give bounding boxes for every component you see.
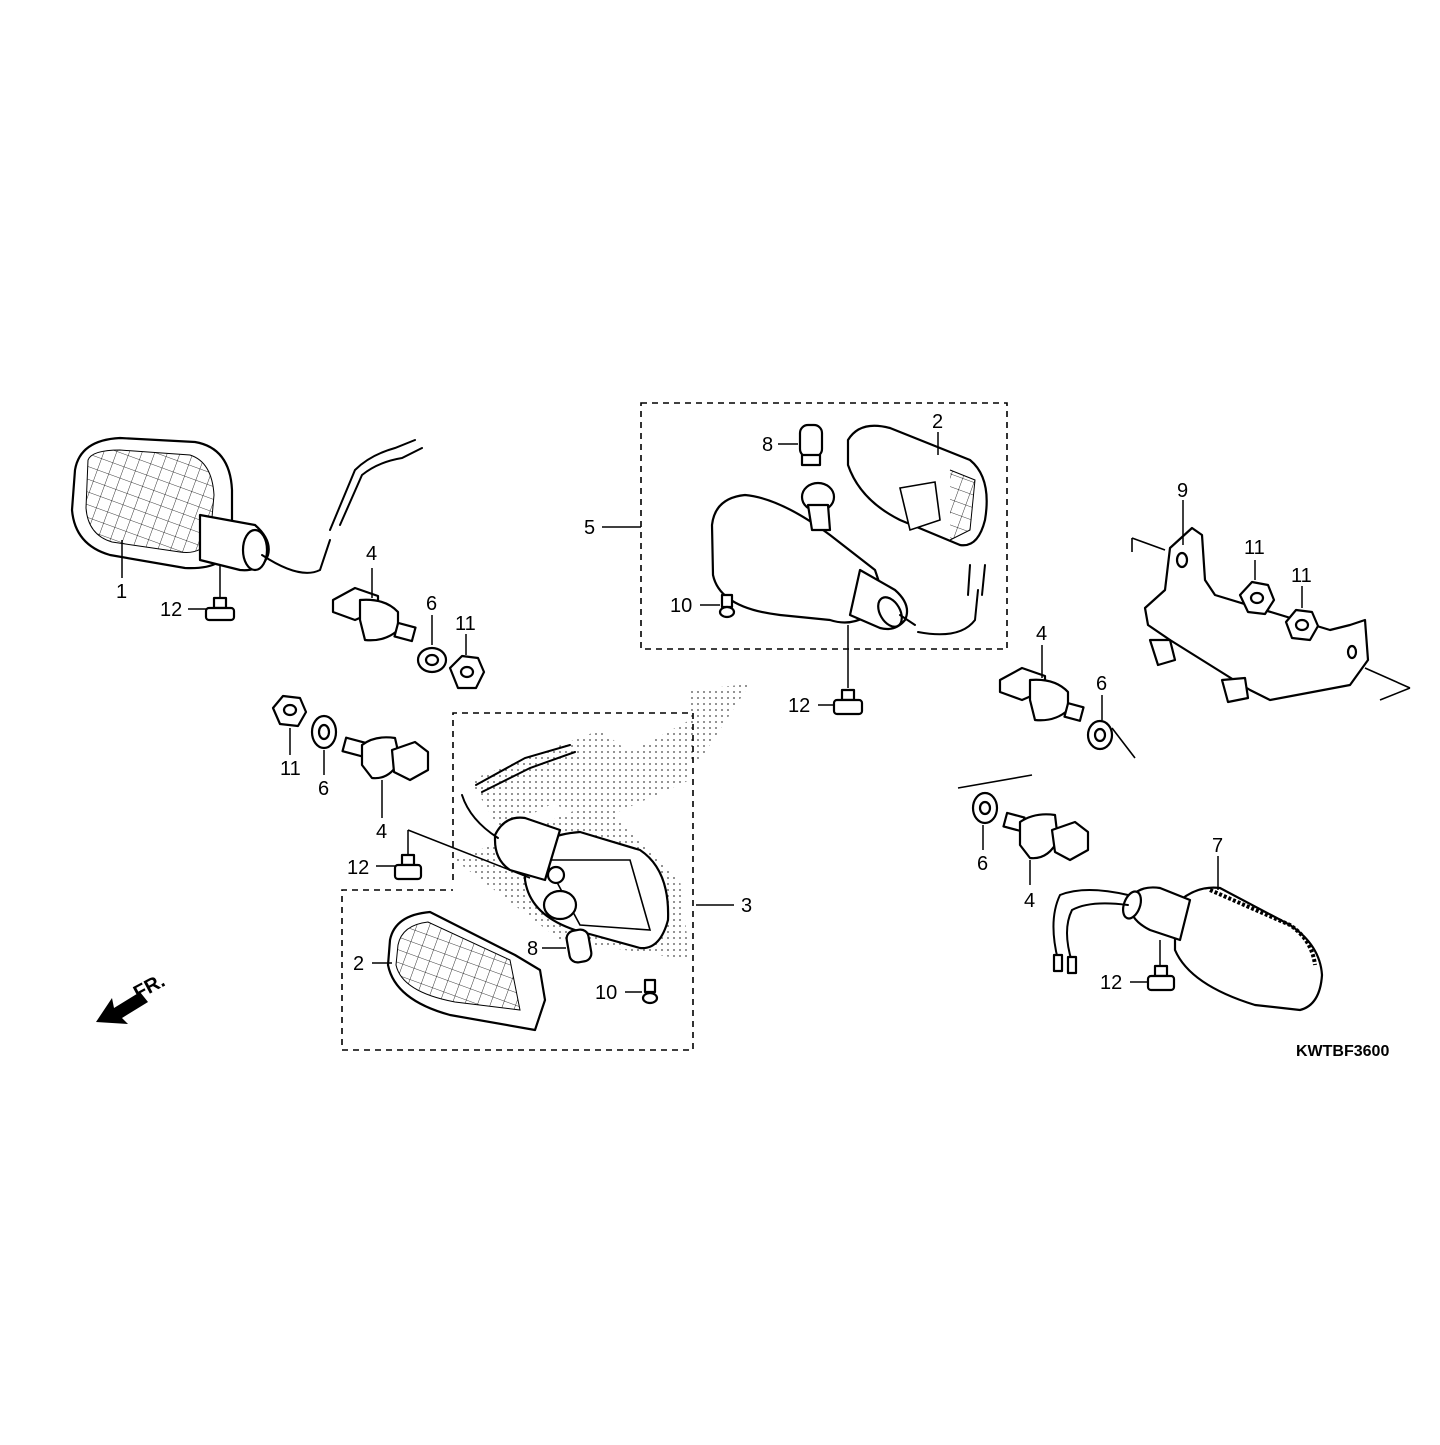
svg-text:2: 2 [932,411,943,433]
svg-text:6: 6 [318,778,329,800]
svg-text:12: 12 [788,695,810,717]
svg-text:12: 12 [1100,972,1122,994]
arrow-front-icon: FR. [96,970,169,1024]
svg-text:12: 12 [347,857,369,879]
turn-signal-rear-right: 7 [1052,835,1324,1012]
washer-6b: 6 [1086,673,1136,759]
diagram-code: KWTBF3600 [1296,1043,1389,1060]
svg-text:4: 4 [376,821,387,843]
svg-text:1: 1 [116,581,127,603]
svg-text:6: 6 [426,593,437,615]
nut-11b: 11 [1238,537,1276,616]
svg-text:11: 11 [280,758,301,780]
bulb-8b: 8 [527,928,593,964]
svg-text:9: 9 [1177,480,1188,502]
svg-text:12: 12 [160,599,182,621]
svg-text:10: 10 [595,982,617,1004]
svg-text:11: 11 [455,613,476,635]
svg-text:8: 8 [762,434,773,456]
svg-text:11: 11 [1244,537,1265,559]
lens-2b: 2 [353,910,547,1032]
bulb-8a: 8 [762,423,824,467]
svg-text:10: 10 [670,595,692,617]
callout-1: 1 [116,540,127,603]
nut-11d: 11 [271,694,308,780]
screw-12d: 12 [1100,940,1176,994]
svg-text:8: 8 [527,938,538,960]
svg-text:5: 5 [584,517,595,539]
svg-text:7: 7 [1212,835,1223,857]
washer-6c: 6 [310,714,338,800]
turn-signal-front-left [70,436,423,574]
screw-10a: 10 [670,593,736,619]
screw-10b: 10 [595,978,659,1005]
screw-12c: 12 [347,829,531,881]
svg-text:6: 6 [977,853,988,875]
lens-2a: 2 [846,411,988,547]
socket-4a: 4 [331,543,417,643]
svg-text:11: 11 [1291,565,1312,587]
nut-11a: 11 [448,613,486,690]
svg-text:4: 4 [366,543,377,565]
socket-4b: 4 [998,623,1085,722]
socket-4c: 4 [341,736,430,843]
callout-5: 5 [584,517,641,539]
washer-6d: 6 [971,791,999,875]
washer-6a: 6 [416,593,448,674]
svg-text:6: 6 [1096,673,1107,695]
socket-4d: 4 [1002,811,1090,912]
svg-text:4: 4 [1036,623,1047,645]
svg-text:4: 4 [1024,890,1035,912]
nut-11c: 11 [1284,565,1320,642]
svg-text:2: 2 [353,953,364,975]
turn-signal-assy-5 [710,493,986,636]
bulb-socket-5 [800,481,836,532]
callout-3: 3 [696,895,752,917]
screw-12a: 12 [160,565,236,622]
svg-text:3: 3 [741,895,752,917]
bulb-socket-3 [542,865,578,921]
screw-12b: 12 [788,625,864,717]
turn-signal-assy-3 [461,744,670,950]
